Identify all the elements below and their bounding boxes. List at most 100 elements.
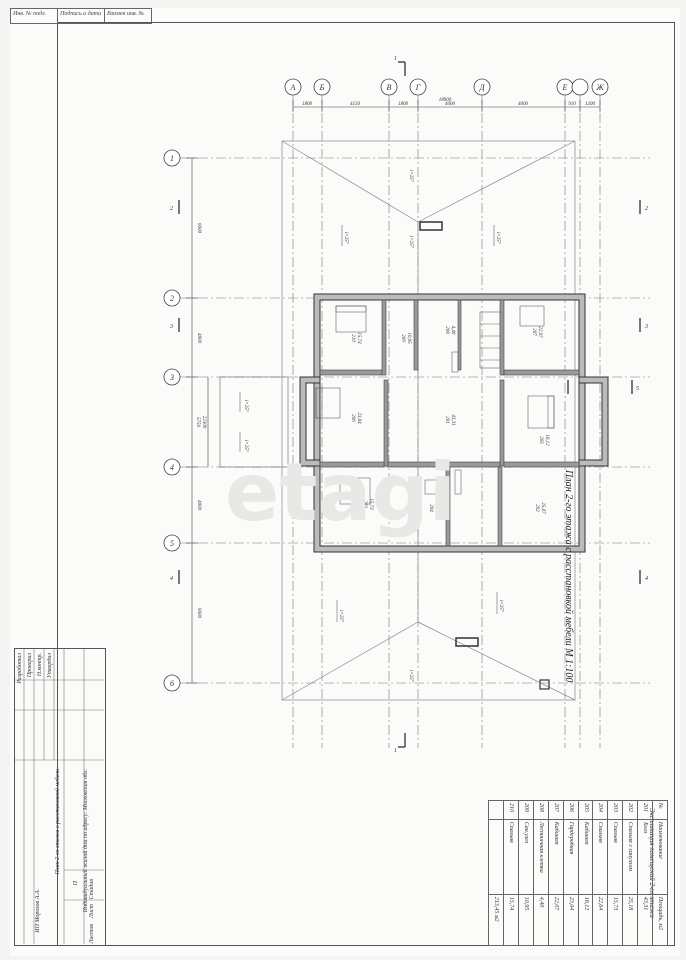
slope-arrows [219,225,498,622]
room-area: 4,40 [450,326,455,335]
room-area: 43,31 [450,414,455,425]
dim: 4000 [518,102,529,107]
spec-cell: 204 [592,800,608,820]
axis-letter: Б [319,83,325,92]
room-area: 25,07 [540,502,545,514]
title-block: Индивидуальный жилой дом по адресу: Моск… [14,648,106,946]
top-dimensions: 18900 1800 4150 1800 4000 4000 910 1200 [302,98,596,107]
spec-cell: 43,31 [637,894,653,946]
section-labels: 1 1 2 2 3 3 4 4 5 [169,56,648,754]
spec-cell: 15,73 [607,894,623,946]
dim: 4800 [196,500,201,511]
spec-header: № [652,800,668,820]
furniture [315,305,555,505]
slope-label: i=25° [408,670,413,682]
slope-label: i=25° [343,232,348,244]
axis-letters: А Б В Г Д Е Ж [290,83,605,92]
room-num: 201 [444,416,449,424]
axis-number: 5 [170,539,174,548]
top-stamp: Инв. № подл. Подпись и дата Взамен инв. … [10,8,152,24]
tb-role: Разработал [17,653,23,684]
dim-middle: 5750 [195,417,200,428]
room-num: 204 [428,504,433,512]
stamp-cell: Взамен инв. № [107,11,145,17]
spec-cell: 10,95 [518,894,534,946]
room-area: 15,73 [368,498,373,510]
room-num: 203 [362,500,367,508]
dim: 6600 [196,223,201,234]
room-num: 205 [538,436,543,444]
spec-cell: 15,74 [503,894,519,946]
axis-bubbles-top [284,78,609,96]
slope-label: i=25° [338,610,343,622]
spec-header: Площадь, м2 [652,894,668,946]
room-num: 208 [444,326,449,334]
dim-total: 22300 [201,416,206,429]
tb-stage: Стадия [89,879,95,900]
section-label: 5 [636,386,639,392]
dim: 1800 [398,102,409,107]
room-num: 206 [350,414,355,422]
axis-letter: Е [562,83,568,92]
slope-label: i=25° [243,440,248,452]
axis-number: 1 [170,154,174,163]
stamp-cell: Подпись и дата [58,9,105,23]
spec-cell: Сан.узел [518,819,534,895]
dim: 4800 [196,333,201,344]
section-label: 1 [394,748,397,754]
slope-label: i=25° [408,170,413,182]
watermark: etagi [225,446,456,539]
spec-cell: Кабинет [578,819,593,895]
room-num: 209 [400,334,405,342]
tb-sheets: Листов [89,924,95,944]
spec-cell: 209 [518,800,534,820]
spec-cell: Кабинет [548,819,564,895]
spec-title: Экспликация помещений 2-го этажа [648,808,656,918]
axis-number: 3 [169,373,174,382]
title-block-lines [14,648,104,944]
exterior-walls [299,293,609,553]
left-dimension-lines [186,157,209,684]
axis-letter: Д [478,83,485,92]
room-labels: 210 15,74 209 10,95 208 4,40 207 22,07 2… [350,326,549,515]
slope-label: i=25° [408,236,413,248]
room-area: 22,64 [434,502,439,514]
spec-cell: 23,04 [563,894,579,946]
room-num: 210 [350,334,355,342]
tb-stage-val: П [73,881,79,886]
room-area: 18,12 [544,434,549,446]
axis-number: 6 [170,679,174,688]
drawing-frame [57,22,675,946]
section-label: 3 [644,324,648,330]
dim: 4150 [350,102,361,107]
axis-numbers: 1 2 3 4 5 6 [169,154,174,688]
axis-number: 4 [170,463,174,472]
axis-letter: Г [415,83,421,92]
axis-bubbles-left [163,149,181,692]
plan-title: План 2-го этажа с расстановкой мебели М … [563,470,574,683]
spec-header: Наименование [652,819,668,895]
spec-cell: Гардеробная [563,819,579,895]
spec-cell: 22,64 [592,894,608,946]
section-label: 1 [394,56,397,62]
axis-letter: В [387,83,392,92]
axis-letter: Ж [595,83,604,92]
spec-cell: 207 [548,800,564,820]
spec-cell: Спальня [503,819,519,895]
spec-cell: Лестничная клетка [533,819,549,895]
spec-cell: 201 [637,800,653,820]
section-label: 2 [170,206,173,212]
roof-outline [281,140,576,701]
room-area: 23,04 [356,412,361,424]
top-dimension-line [292,100,601,112]
spec-total: 213,45 м2 [488,894,504,946]
drawing-sheet [10,8,680,956]
tb-role: Проверил [27,653,33,678]
stamp-cell: Инв. № подл. [11,9,58,23]
slope-label: i=25° [498,600,503,612]
section-label: 2 [645,206,648,212]
spec-cell: 210 [503,800,519,820]
